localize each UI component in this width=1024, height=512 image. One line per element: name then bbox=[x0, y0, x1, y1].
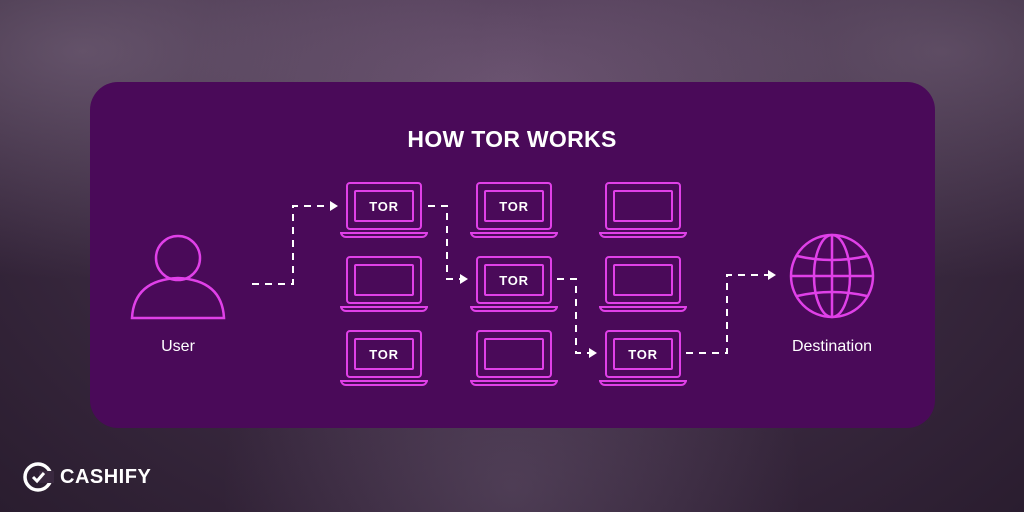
diagram-title: HOW TOR WORKS bbox=[407, 126, 617, 152]
idle-node bbox=[599, 256, 689, 314]
tor-relay-node: TOR bbox=[599, 330, 689, 388]
user-label: User bbox=[161, 338, 195, 355]
globe-icon bbox=[789, 233, 875, 319]
node-label bbox=[613, 190, 673, 222]
cashify-logo-icon bbox=[23, 462, 54, 492]
node-label bbox=[354, 264, 414, 296]
route-path bbox=[252, 205, 770, 354]
destination-label: Destination bbox=[791, 338, 873, 355]
laptop-icon bbox=[476, 330, 552, 378]
tor-relay-node: TOR bbox=[470, 182, 560, 240]
brand-logo: CASHIFY bbox=[22, 461, 151, 493]
node-label: TOR bbox=[613, 338, 673, 370]
laptop-icon bbox=[346, 256, 422, 304]
node-label: TOR bbox=[354, 338, 414, 370]
laptop-icon: TOR bbox=[346, 182, 422, 230]
node-label bbox=[613, 264, 673, 296]
laptop-icon: TOR bbox=[476, 182, 552, 230]
brand-name: CASHIFY bbox=[60, 465, 152, 488]
laptop-icon: TOR bbox=[476, 256, 552, 304]
node-label: TOR bbox=[484, 264, 544, 296]
arrowheads bbox=[330, 201, 776, 358]
idle-node bbox=[599, 182, 689, 240]
tor-relay-node: TOR bbox=[470, 256, 560, 314]
laptop-icon bbox=[605, 182, 681, 230]
laptop-icon: TOR bbox=[605, 330, 681, 378]
laptop-icon: TOR bbox=[346, 330, 422, 378]
tor-relay-node: TOR bbox=[340, 330, 430, 388]
tor-relay-node: TOR bbox=[340, 182, 430, 240]
idle-node bbox=[470, 330, 560, 388]
diagram-card bbox=[90, 82, 935, 428]
node-label: TOR bbox=[484, 190, 544, 222]
user-icon bbox=[130, 234, 226, 320]
laptop-icon bbox=[605, 256, 681, 304]
node-label: TOR bbox=[354, 190, 414, 222]
node-label bbox=[484, 338, 544, 370]
idle-node bbox=[340, 256, 430, 314]
